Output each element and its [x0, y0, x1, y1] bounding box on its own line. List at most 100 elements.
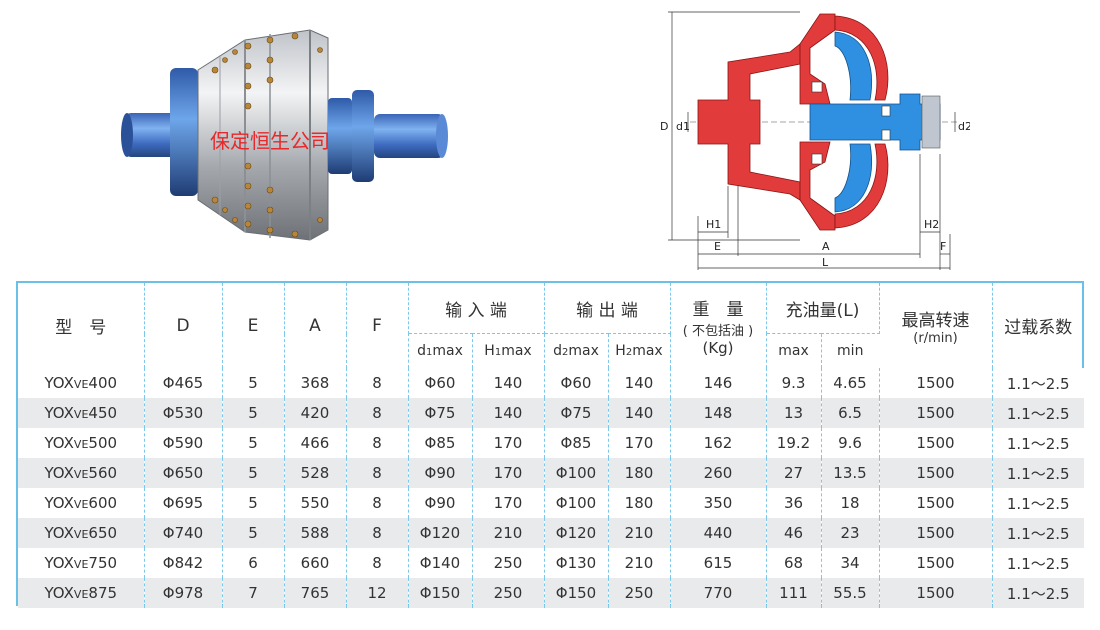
cell-weight: 770 — [670, 578, 767, 608]
model-prefix: YOX — [44, 404, 74, 422]
header-model: 型 号 — [18, 283, 145, 368]
cell-oil-min: 34 — [821, 548, 880, 578]
dim-label-F: F — [940, 240, 946, 253]
cell-E: 5 — [222, 428, 285, 458]
header-H2max-pre: H — [615, 343, 626, 359]
cell-A: 550 — [284, 488, 347, 518]
header-H1max-sub: 1 — [494, 347, 502, 358]
cell-H1max: 210 — [472, 518, 545, 548]
cell-speed: 1500 — [879, 428, 993, 458]
dim-label-E: E — [714, 240, 721, 253]
cell-H1max: 140 — [472, 368, 545, 398]
header-weight-line3: (Kg) — [702, 338, 734, 357]
header-weight-line1: 重 量 — [692, 299, 744, 320]
cell-F: 12 — [346, 578, 409, 608]
cell-oil-max: 111 — [766, 578, 822, 608]
header-oil-max: max — [766, 333, 822, 368]
cell-D: Φ740 — [144, 518, 223, 548]
spec-table: 型 号 D E A F 输 入 端 输 出 端 重 量 ( 不包括油 ) (Kg… — [18, 283, 1084, 608]
cell-A: 368 — [284, 368, 347, 398]
cell-F: 8 — [346, 548, 409, 578]
header-d2max-post: max — [568, 343, 599, 359]
cell-speed: 1500 — [879, 368, 993, 398]
header-H2max: H2max — [608, 333, 671, 368]
model-prefix: YOX — [44, 554, 74, 572]
model-subscript: VE — [73, 528, 89, 541]
dim-label-d2: d2 — [958, 120, 970, 133]
cell-A: 466 — [284, 428, 347, 458]
cell-D: Φ695 — [144, 488, 223, 518]
cell-d2max: Φ85 — [544, 428, 609, 458]
model-number: 450 — [88, 404, 118, 422]
header-d2max-pre: d — [553, 343, 562, 359]
header-d1max-pre: d — [417, 343, 426, 359]
cell-d2max: Φ130 — [544, 548, 609, 578]
cell-H2max: 210 — [608, 518, 671, 548]
cell-E: 7 — [222, 578, 285, 608]
dim-label-d1: d1 — [676, 120, 690, 133]
model-number: 400 — [88, 374, 118, 392]
cell-d1max: Φ75 — [408, 398, 473, 428]
cell-H2max: 210 — [608, 548, 671, 578]
header-oil-min: min — [821, 333, 879, 368]
header-H1max-post: max — [501, 343, 532, 359]
header-A: A — [284, 283, 347, 368]
cell-H1max: 170 — [472, 458, 545, 488]
model-subscript: VE — [73, 558, 89, 571]
cell-d1max: Φ85 — [408, 428, 473, 458]
model-prefix: YOX — [44, 464, 74, 482]
header-weight: 重 量 ( 不包括油 ) (Kg) — [670, 283, 767, 368]
header-speed-line1: 最高转速 — [901, 310, 970, 331]
cell-F: 8 — [346, 518, 409, 548]
cell-A: 588 — [284, 518, 347, 548]
header-E: E — [222, 283, 285, 368]
model-number: 560 — [88, 464, 118, 482]
dim-label-A: A — [822, 240, 830, 253]
cell-d1max: Φ60 — [408, 368, 473, 398]
model-prefix: YOX — [44, 374, 74, 392]
cell-A: 765 — [284, 578, 347, 608]
cell-overload: 1.1～2.5 — [992, 458, 1084, 488]
cell-D: Φ978 — [144, 578, 223, 608]
cell-speed: 1500 — [879, 518, 993, 548]
cell-weight: 440 — [670, 518, 767, 548]
cell-D: Φ590 — [144, 428, 223, 458]
cell-d2max: Φ60 — [544, 368, 609, 398]
cell-D: Φ465 — [144, 368, 223, 398]
model-subscript: VE — [73, 408, 89, 421]
header-d1max: d1max — [408, 333, 473, 368]
header-speed: 最高转速 (r/min) — [879, 283, 993, 368]
cell-E: 5 — [222, 488, 285, 518]
dim-label-H2: H2 — [924, 218, 939, 231]
cell-H2max: 170 — [608, 428, 671, 458]
cell-E: 5 — [222, 398, 285, 428]
cell-H1max: 170 — [472, 488, 545, 518]
cell-d1max: Φ90 — [408, 488, 473, 518]
header-input-end: 输 入 端 — [408, 283, 545, 334]
cell-H2max: 180 — [608, 458, 671, 488]
cell-E: 6 — [222, 548, 285, 578]
cell-D: Φ842 — [144, 548, 223, 578]
dim-label-L: L — [822, 256, 829, 269]
dim-label-H1: H1 — [706, 218, 721, 231]
cell-speed: 1500 — [879, 458, 993, 488]
cell-D: Φ650 — [144, 458, 223, 488]
cell-d1max: Φ120 — [408, 518, 473, 548]
figure-area: 保定恒生公司 — [0, 0, 1100, 280]
cell-oil-min: 55.5 — [821, 578, 880, 608]
cell-oil-min: 9.6 — [821, 428, 880, 458]
cell-weight: 162 — [670, 428, 767, 458]
header-H2max-post: max — [632, 343, 663, 359]
cell-oil-max: 19.2 — [766, 428, 822, 458]
cell-weight: 260 — [670, 458, 767, 488]
cell-E: 5 — [222, 368, 285, 398]
watermark-text: 保定恒生公司 — [210, 129, 330, 153]
cell-overload: 1.1～2.5 — [992, 368, 1084, 398]
cell-oil-max: 36 — [766, 488, 822, 518]
